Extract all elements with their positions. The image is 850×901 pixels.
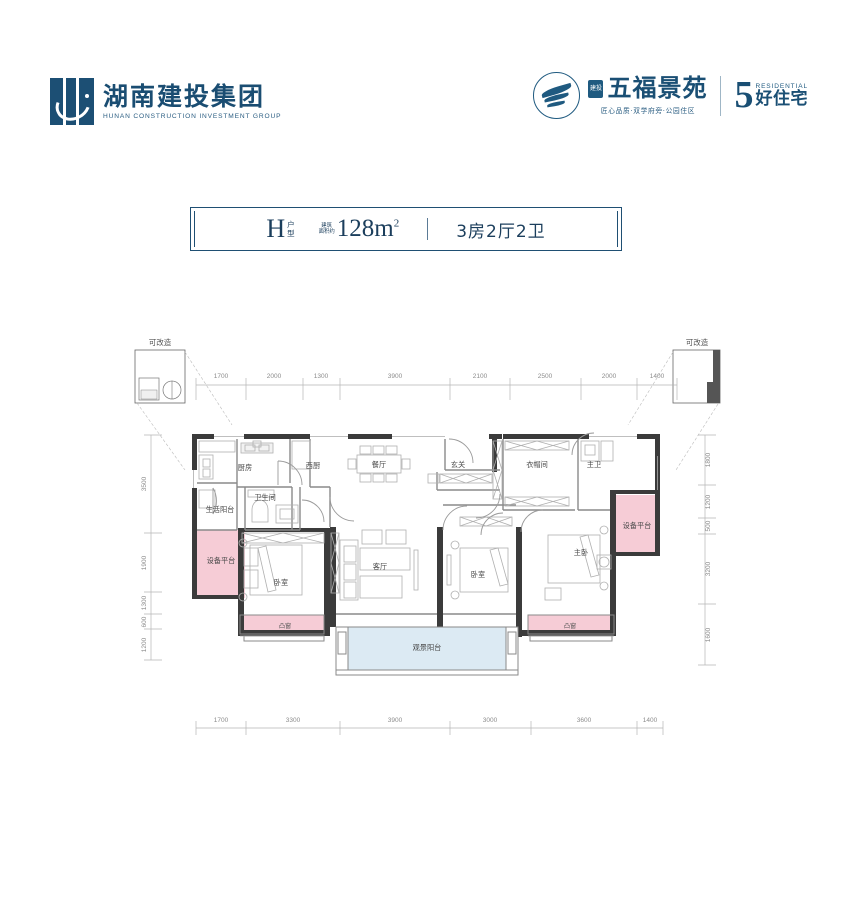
five-good-residence-logo: 5 RESIDENTIAL 好住宅 [734, 74, 808, 117]
dim-top-3: 3900 [388, 373, 403, 380]
company-name-cn: 湖南建投集团 [103, 82, 266, 111]
dim-bottom-5: 1400 [643, 717, 658, 724]
company-name-en: HUNAN CONSTRUCTION INVESTMENT GROUP [103, 113, 282, 120]
unit-type-label: 户 型 [287, 220, 295, 238]
dim-right-0: 1800 [705, 452, 712, 467]
room-label-equipment-platform-left: 设备平台 [207, 556, 236, 565]
room-label-master-bedroom: 主卧 [574, 548, 588, 557]
room-label-entry-foyer: 玄关 [451, 460, 465, 469]
dim-top-5: 2500 [538, 373, 553, 380]
room-label-master-bathroom: 主卫 [587, 460, 601, 469]
dim-left-1: 1900 [141, 555, 148, 570]
area-label-line1: 建筑 [321, 223, 333, 229]
dim-bottom-2: 3900 [388, 717, 403, 724]
room-label-western-kitchen: 西厨 [306, 461, 320, 470]
room-label-scenic-balcony: 观景阳台 [413, 643, 442, 652]
dim-right-4: 1600 [705, 627, 712, 642]
area-unit-superscript: 2 [393, 217, 400, 230]
furniture [198, 440, 614, 602]
room-label-service-balcony: 生活阳台 [206, 505, 235, 514]
room-label-equipment-platform-right: 设备平台 [623, 521, 652, 530]
room-label-bedroom-mid: 卧室 [471, 570, 485, 579]
room-label-bathroom: 卫生间 [254, 493, 276, 502]
dim-top-2: 1300 [314, 373, 329, 380]
wufu-jingyuan-wave-icon [533, 72, 581, 119]
unit-letter: H [266, 214, 286, 243]
room-label-bedroom-left: 卧室 [274, 578, 288, 587]
unit-type-label-line1: 户 [287, 220, 295, 229]
five-en-label: RESIDENTIAL [755, 82, 808, 90]
dim-top-6: 2000 [602, 373, 617, 380]
project-tagline: 匠心品质·双学府旁·公园住区 [600, 106, 696, 115]
callout-right-label: 可改造 [686, 337, 709, 347]
door-swings [212, 432, 595, 536]
dim-right-3: 3200 [705, 561, 712, 576]
logo-divider [720, 75, 722, 116]
dim-bottom-3: 3000 [483, 717, 498, 724]
callout-left-label: 可改造 [149, 337, 172, 347]
dim-right-2: 500 [705, 520, 712, 531]
dim-bottom-0: 1700 [214, 717, 229, 724]
area-label-line2: 面积约 [318, 229, 335, 235]
dim-right-1: 1200 [705, 494, 712, 509]
dim-bottom-4: 3600 [577, 717, 592, 724]
callout-right: 可改造 [627, 337, 721, 471]
five-cn-label: 好住宅 [755, 88, 808, 109]
room-label-bay-window-right: 凸窗 [564, 622, 576, 630]
structural-walls [192, 434, 660, 637]
unit-title-bar: H 户 型 建筑 面积约 128m2 3房2厅2卫 [190, 207, 622, 251]
dim-top-0: 1700 [214, 373, 229, 380]
dim-top-4: 2100 [473, 373, 488, 380]
scenic-balcony-fill [348, 627, 506, 670]
dimension-line-top: 1700 2000 1300 3900 2100 2500 2000 1400 [195, 373, 678, 400]
area-number: 128m [336, 215, 394, 242]
title-divider [427, 218, 429, 240]
room-count: 3房2厅2卫 [456, 221, 546, 242]
project-badge: 建投 [588, 80, 604, 98]
dim-left-2: 1300 [141, 595, 148, 610]
project-logo: 建投 五福景苑 匠心品质·双学府旁·公园住区 5 RESIDENTIAL 好住宅 [533, 72, 808, 119]
dimension-line-right: 1800 1200 500 3200 1600 [698, 434, 716, 666]
dimension-line-left: 3500 1900 1300 600 1200 [141, 434, 162, 661]
dim-bottom-1: 3300 [286, 717, 301, 724]
bay-window-right-fill [528, 615, 614, 634]
area-label: 建筑 面积约 [319, 223, 335, 235]
equipment-platform-right-fill [614, 495, 660, 555]
company-logo: 湖南建投集团 HUNAN CONSTRUCTION INVESTMENT GRO… [50, 78, 281, 125]
unit-type-label-line2: 型 [287, 229, 295, 238]
window-marks [193, 436, 658, 637]
area-value: 128m2 [337, 215, 399, 243]
project-name: 五福景苑 [607, 74, 708, 103]
dim-left-3: 600 [141, 616, 148, 627]
bay-window-left-fill [240, 615, 324, 634]
callout-left: 可改造 [134, 337, 233, 471]
openings [239, 614, 615, 676]
page-header: 湖南建投集团 HUNAN CONSTRUCTION INVESTMENT GRO… [0, 60, 850, 145]
room-label-bay-window-left: 凸窗 [279, 622, 291, 630]
five-number: 5 [734, 74, 754, 117]
dim-left-4: 1200 [141, 637, 148, 652]
dim-left-0: 3500 [141, 476, 148, 491]
equipment-platform-left-fill [197, 530, 245, 598]
room-label-dining-room: 餐厅 [372, 460, 386, 469]
room-label-living-room: 客厅 [373, 562, 387, 571]
dim-top-7: 1400 [650, 373, 665, 380]
dim-top-1: 2000 [267, 373, 282, 380]
room-label-walk-in-closet: 衣帽间 [526, 460, 548, 469]
room-label-kitchen: 厨房 [238, 463, 252, 472]
hunan-construction-logo-icon [50, 78, 94, 125]
dimension-line-bottom: 1700 3300 3900 3000 3600 1400 [195, 717, 664, 735]
